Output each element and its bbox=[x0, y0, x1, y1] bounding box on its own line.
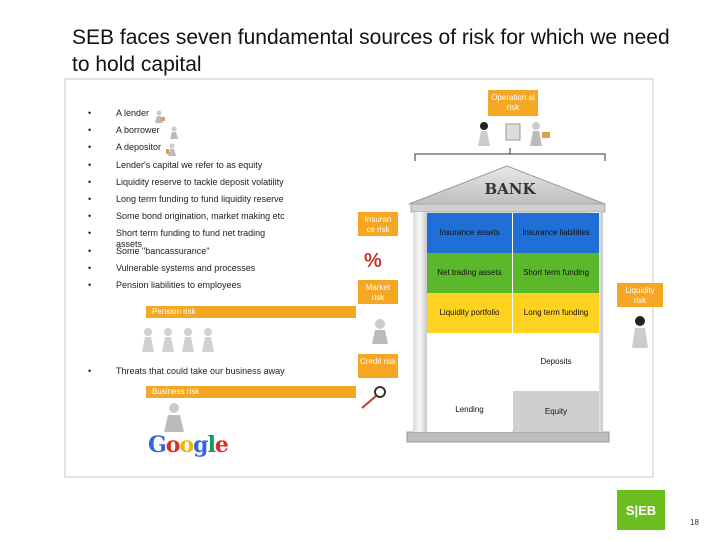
cell-lending-area bbox=[427, 333, 512, 432]
cell-deposits: Deposits bbox=[513, 333, 599, 391]
liquidity-risk-tag: Liquidity risk bbox=[617, 283, 663, 307]
market-thinking-figure-icon bbox=[372, 319, 388, 344]
borrower-figure-icon bbox=[170, 126, 178, 139]
bank-bracket bbox=[414, 148, 606, 161]
page-title: SEB faces seven fundamental sources of r… bbox=[72, 26, 670, 76]
liquidity-figure-icon bbox=[632, 316, 648, 348]
cell-net-trading-assets: Net trading assets bbox=[427, 253, 512, 293]
bullet-short-term-funding: Short term funding to fund net trading a… bbox=[88, 228, 286, 249]
cell-short-term-funding: Short term funding bbox=[513, 253, 599, 293]
bank-building-shape bbox=[406, 165, 610, 443]
bullet-bond-origination: Some bond origination, market making etc bbox=[88, 211, 286, 228]
operational-figures-icon bbox=[478, 122, 550, 146]
bullet-liquidity-reserve: Liquidity reserve to tackle deposit vola… bbox=[88, 177, 286, 194]
google-logo: Google bbox=[148, 432, 229, 458]
market-risk-tag: Market risk bbox=[358, 280, 398, 304]
bullet-borrower: A borrower bbox=[88, 125, 286, 142]
cell-insurance-liabilities: Insurance liabilities bbox=[513, 213, 599, 253]
pension-figures-icon bbox=[142, 328, 214, 352]
cell-liquidity-portfolio: Liquidity portfolio bbox=[427, 293, 512, 333]
pension-risk-bar: Pension risk bbox=[146, 306, 356, 318]
page-number: 18 bbox=[690, 518, 699, 527]
cell-lending-label: Lending bbox=[455, 405, 484, 414]
bullet-lender: A lender bbox=[88, 108, 286, 125]
bullet-bancassurance: Some "bancassurance" bbox=[88, 246, 286, 263]
bank-label: BANK bbox=[484, 180, 536, 198]
bullet-long-term-funding: Long term funding to fund liquidity rese… bbox=[88, 194, 286, 211]
bullet-list: A lender A borrower A depositor Lender's… bbox=[88, 108, 286, 297]
business-figure-icon bbox=[164, 403, 184, 432]
credit-magnifier-icon bbox=[361, 386, 386, 409]
bullet-depositor: A depositor bbox=[88, 142, 286, 159]
credit-risk-tag: Credit risk bbox=[358, 354, 398, 378]
percent-symbol: % bbox=[364, 250, 382, 272]
diagram-frame bbox=[64, 78, 654, 478]
depositor-figure-icon bbox=[166, 143, 176, 156]
operational-risk-tag: Operation al risk bbox=[488, 90, 538, 116]
seb-logo: S|EB bbox=[617, 490, 665, 530]
bullet-vulnerable-systems: Vulnerable systems and processes bbox=[88, 263, 286, 280]
bullet-equity: Lender's capital we refer to as equity bbox=[88, 160, 286, 177]
bullet-pension-liabilities: Pension liabilities to employees bbox=[88, 280, 286, 297]
business-risk-bar: Business risk bbox=[146, 386, 356, 398]
cell-long-term-funding: Long term funding bbox=[513, 293, 599, 333]
insurance-risk-tag: Insuran ce risk bbox=[358, 212, 398, 236]
bullet-business-threats: Threats that could take our business awa… bbox=[88, 366, 285, 376]
cell-insurance-assets: Insurance assets bbox=[427, 213, 512, 253]
bank-building: BANK Insurance assets Insurance liabilit… bbox=[405, 160, 610, 445]
cell-equity: Equity bbox=[513, 391, 599, 432]
lender-figure-icon bbox=[155, 110, 165, 123]
